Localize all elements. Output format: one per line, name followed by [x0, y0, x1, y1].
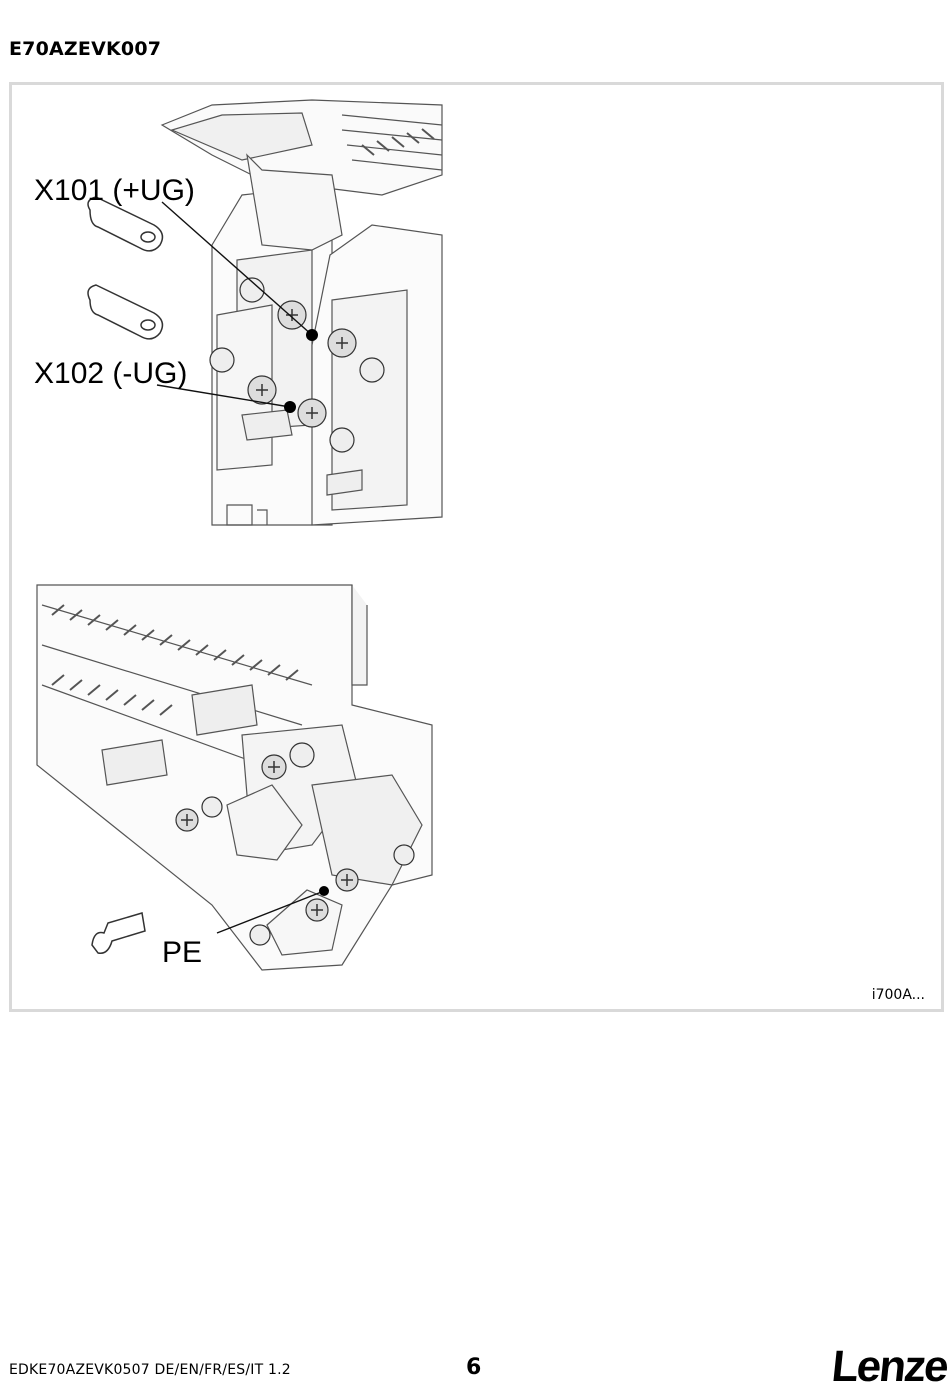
callout-x101: X101 (+UG) [34, 174, 195, 207]
footer-document-id: EDKE70AZEVK0507 DE/EN/FR/ES/IT 1.2 [9, 1362, 291, 1378]
brand-logo: Lenze [829, 1342, 950, 1391]
figure-frame: X101 (+UG) X102 (-UG) PE i700A... [9, 82, 944, 1012]
page-number: 6 [466, 1355, 482, 1380]
callout-x102: X102 (-UG) [34, 357, 187, 390]
figure-reference: i700A... [871, 987, 925, 1003]
callout-pe: PE [162, 936, 202, 969]
document-title: E70AZEVK007 [9, 38, 162, 60]
installation-illustration: X101 (+UG) X102 (-UG) PE [34, 99, 443, 971]
